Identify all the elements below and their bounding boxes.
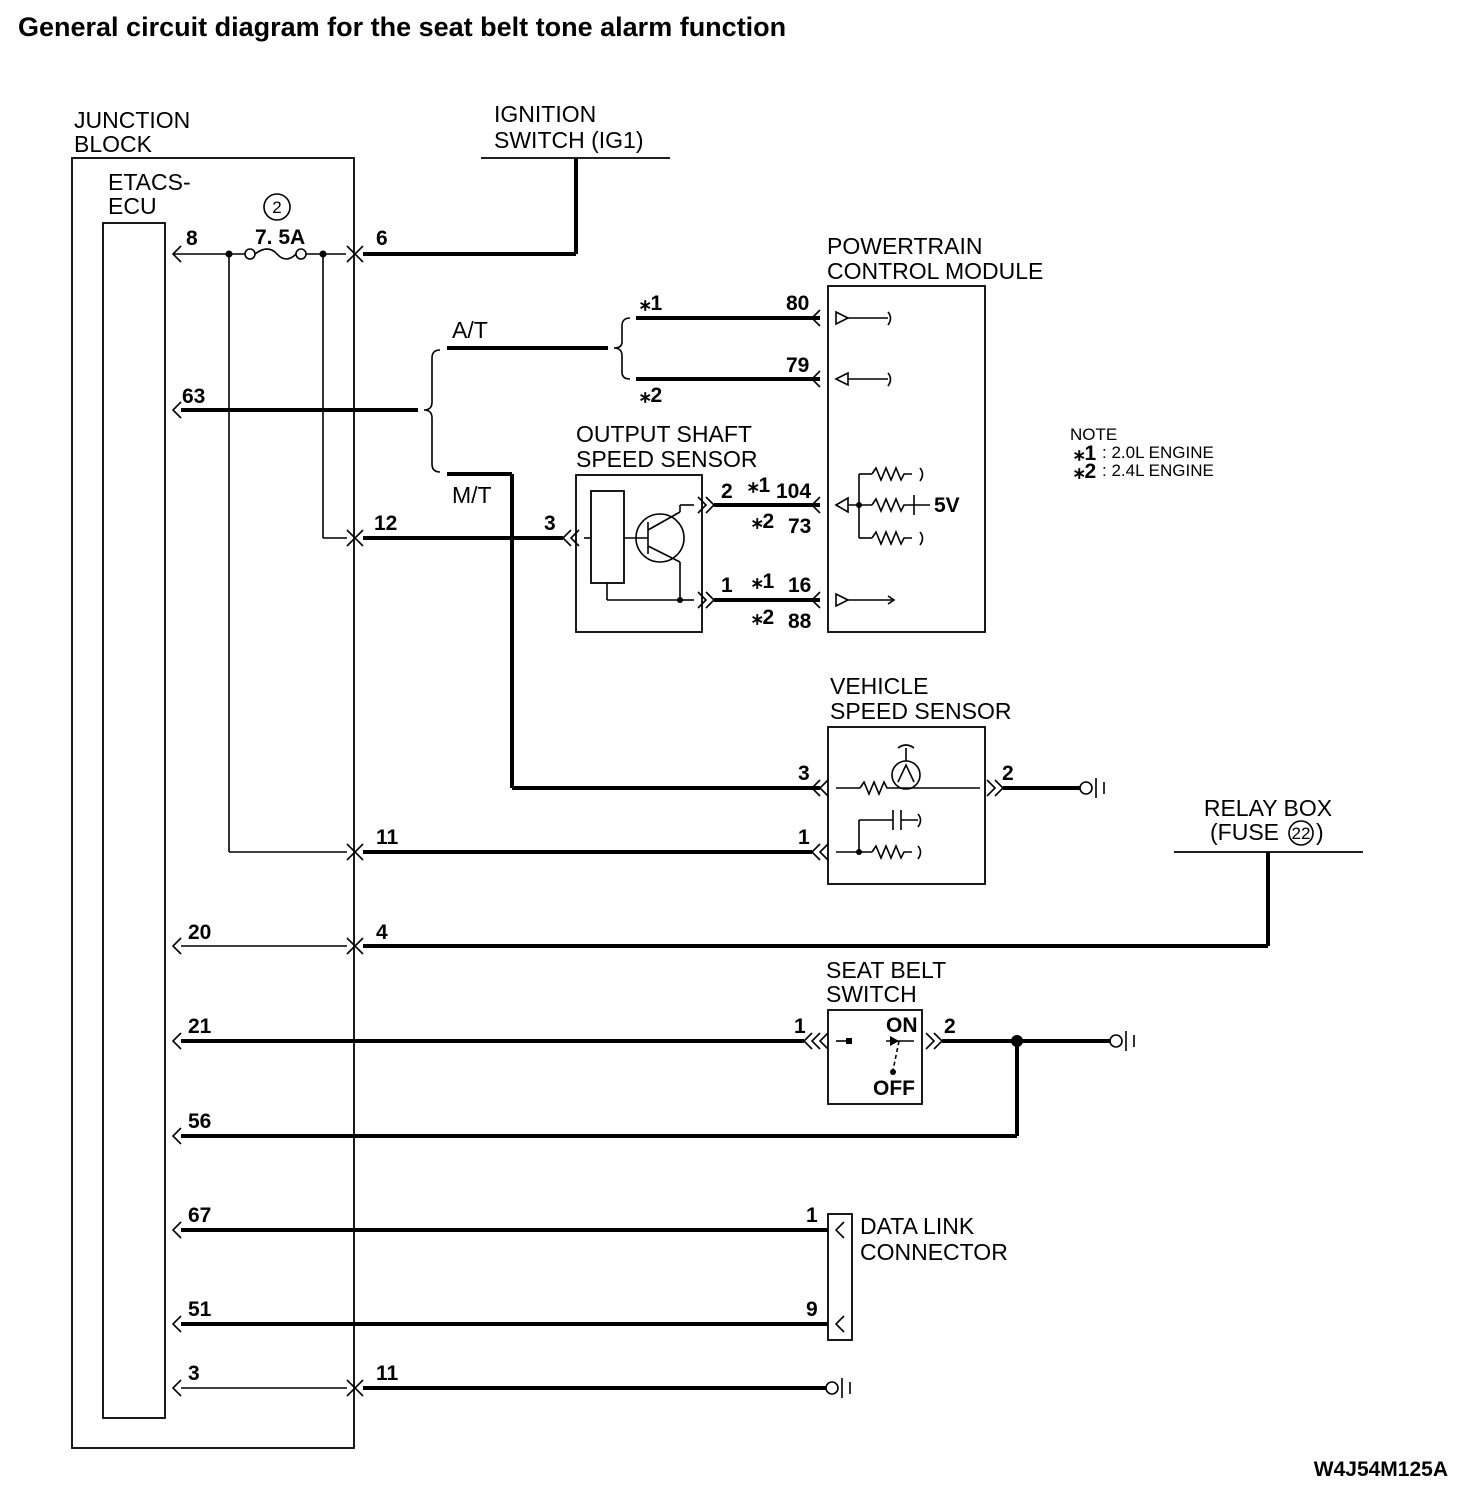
ecu-pin-21: 21 [188,1015,212,1038]
note-line2-mark: ⁎2 [1074,460,1096,483]
star-1-mark: ⁎1 [640,292,663,315]
vss-label-line1: VEHICLE [830,673,928,699]
sbs-label-line2: SWITCH [826,981,917,1007]
pcm-voltage-label: 5V [934,494,960,517]
pcm-pin-88: 88 [788,610,812,633]
ground-symbol-sbs [1109,1031,1135,1051]
dlc-box [827,1213,853,1341]
ignition-switch-label-line1: IGNITION [494,101,596,127]
data-link-connector: DATA LINK CONNECTOR [827,1213,1008,1341]
pcm-pin-73: 73 [788,515,811,538]
star-2-mark-73: ⁎2 [752,510,774,533]
junction-block-label-line2: BLOCK [74,131,153,157]
fuse-2: 2 7. 5A [173,193,346,260]
ecu-pin-8: 8 [186,227,198,250]
vss-label-line2: SPEED SENSOR [830,698,1012,724]
vss-pin-3: 3 [798,762,810,785]
output-shaft-speed-sensor: OUTPUT SHAFT SPEED SENSOR [575,421,758,633]
transistor-symbol [635,513,685,563]
etacs-ecu-label-line1: ETACS- [108,169,191,195]
dlc-label-line2: CONNECTOR [860,1239,1008,1265]
powertrain-control-module: POWERTRAIN CONTROL MODULE 5V [827,233,1043,633]
sbs-box [827,1009,923,1105]
jb-pin-12: 12 [374,512,397,535]
figure-code: W4J54M125A [1314,1458,1448,1481]
pcm-label-line1: POWERTRAIN [827,233,982,259]
jb-pin-11: 11 [376,826,399,849]
pcm-label-line2: CONTROL MODULE [827,258,1043,284]
ecu-pin-56: 56 [188,1110,211,1133]
oss-pin-3: 3 [544,512,556,535]
star-2-mark: ⁎2 [640,384,662,407]
mt-branch-label: M/T [452,482,492,508]
note-block: NOTE ⁎1 : 2.0L ENGINE ⁎2 : 2.4L ENGINE [1070,425,1214,483]
pcm-box [827,285,986,633]
ecu-pin-63: 63 [182,385,205,408]
ecu-pin-51: 51 [188,1298,212,1321]
fuse-number: 2 [272,198,281,217]
ignition-switch-label-line2: SWITCH (IG1) [494,127,644,153]
dlc-pin-9: 9 [806,1298,818,1321]
jb-pin-6: 6 [376,227,388,250]
note-line1-text: : 2.0L ENGINE [1102,443,1214,462]
sbs-off-label: OFF [873,1077,915,1100]
ground-symbol-ecu [825,1378,851,1398]
junction-block-label-line1: JUNCTION [74,107,190,133]
ignition-switch: IGNITION SWITCH (IG1) [481,101,670,159]
oss-pin-2: 2 [721,480,733,503]
diagram-title: General circuit diagram for the seat bel… [18,12,786,42]
dlc-label-line1: DATA LINK [860,1213,975,1239]
etacs-ecu-box [102,222,166,1419]
oss-label-line1: OUTPUT SHAFT [576,421,752,447]
jb-pin-11-ground: 11 [376,1362,399,1385]
star-2-mark-88: ⁎2 [752,606,774,629]
vss-pin-2: 2 [1002,762,1014,785]
sbs-pin-1: 1 [794,1015,806,1038]
pcm-pin-79: 79 [786,354,809,377]
junction-block: JUNCTION BLOCK ETACS- ECU [71,107,355,1449]
ecu-pin-3: 3 [188,1362,200,1385]
seat-belt-switch: SEAT BELT SWITCH ON OFF [826,957,946,1105]
star-1-mark-104: ⁎1 [748,474,771,497]
etacs-ecu-label-line2: ECU [108,193,157,219]
sbs-pin-2: 2 [944,1015,956,1038]
fuse-number-circle [263,193,291,221]
sbs-on-label: ON [886,1014,918,1037]
vehicle-speed-sensor: VEHICLE SPEED SENSOR [827,673,1012,885]
note-heading: NOTE [1070,425,1117,444]
pcm-pin-80: 80 [786,292,809,315]
relay-box: RELAY BOX (FUSE 22 ) [1174,795,1363,853]
pcm-pin-16: 16 [788,574,811,597]
fuse-rating: 7. 5A [255,226,305,249]
dlc-pin-1: 1 [806,1204,818,1227]
relay-box-fuse-number: 22 [1292,824,1311,843]
oss-box [575,474,703,633]
ecu-pin-20: 20 [188,921,211,944]
oss-pin-1: 1 [721,574,733,597]
sbs-label-line1: SEAT BELT [826,957,946,983]
at-branch-label: A/T [452,317,488,343]
note-line1-mark: ⁎1 [1074,442,1097,465]
jb-pin-4: 4 [376,921,388,944]
ground-symbol-vss [1079,778,1105,798]
oss-label-line2: SPEED SENSOR [576,446,758,472]
ecu-pin-67: 67 [188,1204,211,1227]
note-line2-text: : 2.4L ENGINE [1102,461,1214,480]
vss-box [827,726,986,885]
relay-box-label-line1: RELAY BOX [1204,795,1332,821]
junction-block-box [71,157,355,1449]
relay-box-label-prefix: (FUSE [1210,819,1279,845]
star-1-mark-16: ⁎1 [752,570,775,593]
relay-box-label-suffix: ) [1316,819,1324,845]
oss-hall-element [590,490,625,584]
vss-pin-1: 1 [798,826,810,849]
pcm-pin-104: 104 [776,480,811,503]
